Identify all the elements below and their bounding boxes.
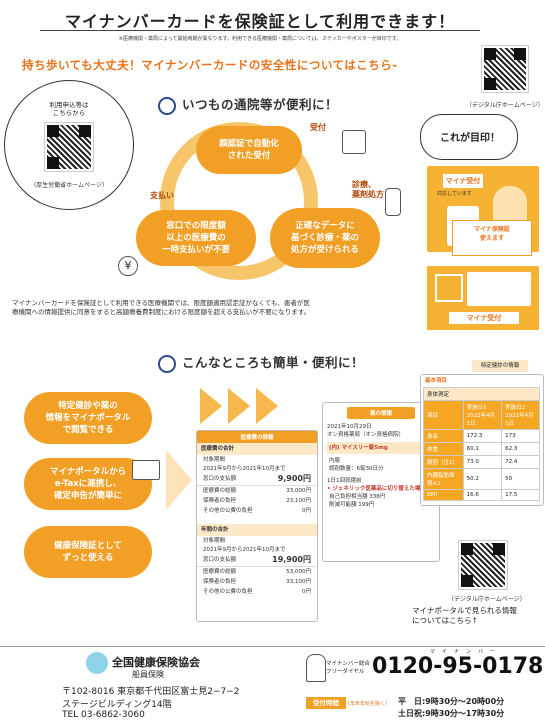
arrow-right-icon [228, 388, 250, 424]
address-line2: ステージビルディング14階 [62, 700, 172, 710]
face-auth-bubble: 顔認証で自動化 された受付 [196, 126, 302, 174]
section2-heading: こんなところも簡単・便利に！ [158, 352, 364, 373]
pill-etax: マイナポータルから e-Taxに連携し、 確定申告が簡単に [24, 458, 152, 510]
org-tel[interactable]: TEL 03-6862-3060 [62, 710, 145, 720]
hotline-ruby: マ イ ナ ン バ ー [430, 649, 497, 655]
hours-weekend: 土日祝:9時30分～17時30分 [398, 709, 505, 718]
no-payment-bubble: 窓口での限度額 以上の医療費の 一時支払いが不要 [136, 210, 256, 266]
mascot-icon [86, 652, 108, 674]
hours-label: 受付時間 [306, 697, 346, 709]
pill-view-info: 特定健診や薬の 情報をマイナポータル で閲覧できる [24, 392, 152, 444]
arrow-right-icon [256, 388, 278, 424]
label-treatment: 診療、 薬剤処方 [352, 180, 384, 199]
medicine-icon [385, 188, 401, 216]
lightbulb-icon [158, 354, 176, 373]
hotline-number[interactable]: 0120-95-0178 [372, 654, 544, 679]
mhlw-caption: （厚生労働省ホームページ） [30, 182, 108, 189]
page-title: マイナンバーカードを保険証として利用できます！ [64, 12, 456, 31]
hours-note: (年末年始を除く) [348, 701, 387, 707]
arrow-right-icon [200, 388, 222, 424]
safety-link-text[interactable]: 持ち歩いても大丈夫！マイナンバーカードの安全性についてはこちら- [22, 58, 398, 72]
mark-sticker: マイナ保険証 使えます [452, 220, 532, 256]
title-underline [40, 30, 480, 31]
portal-qr-code[interactable] [458, 540, 508, 590]
checkup-head: 特定健診の情報 [472, 360, 528, 372]
mark-badge-card: マイナ受付 [427, 266, 539, 330]
hours-weekday: 平 日:9時30分～20時00分 [398, 697, 505, 706]
footer-divider [0, 646, 545, 647]
yen-icon: ¥ [118, 256, 138, 276]
digital-agency-qr-code[interactable] [481, 45, 529, 93]
flow-arrow-icon [166, 450, 192, 510]
card-outline-icon [435, 274, 463, 302]
section1-heading: いつもの通院等が便利に！ [158, 94, 338, 115]
laptop-icon [132, 460, 160, 480]
portal-qr-caption: （デジタル庁ホームページ） [448, 596, 526, 603]
mark-callout-text: これが目印！ [440, 133, 500, 144]
checkup-panel: 基本項目 身体測定 項目実施日1 2022年4月1日実施日2 2021年4月1日… [420, 374, 544, 506]
label-payment: 支払い [150, 191, 174, 200]
portal-info-text: マイナポータルで見られる情報 についてはこちら↑ [412, 606, 517, 625]
rabbit-mascot-icon [306, 654, 326, 682]
header-note: ※医療機関・薬局によって開始時期が異なります。利用できる医療機関・薬局については… [118, 36, 402, 42]
qr-caption-digital: （デジタル庁ホームページ） [466, 102, 544, 109]
label-reception: 受付 [310, 123, 326, 132]
org-name: 全国健康保険協会 [112, 656, 200, 669]
mark-callout [420, 114, 518, 160]
medical-cost-panel: 医療費の情報 医療費の合計 対象期間 2021年9月から2021年10月まで 窓… [196, 430, 318, 622]
org-subname: 船員保険 [132, 670, 164, 679]
pill-insurance: 健康保険証として ずっと使える [24, 526, 152, 578]
lightbulb-icon [158, 96, 176, 115]
accurate-data-bubble: 正確なデータに 基づく診療・薬の 処方が受けられる [270, 208, 380, 268]
section1-paragraph: マイナンバーカードを保険証として利用できる医療機関では、限度額適用認定証がなくて… [12, 299, 311, 316]
application-caption: 利用申込等は こちらから [49, 101, 89, 117]
card-reader-icon [342, 130, 366, 154]
hotline-label: マイナンバー総合フリーダイヤル [326, 661, 370, 675]
mhlw-qr-code[interactable] [44, 122, 94, 172]
card-preview [467, 272, 531, 306]
address-line1: 〒102-8016 東京都千代田区富士見2−7−2 [62, 687, 240, 697]
